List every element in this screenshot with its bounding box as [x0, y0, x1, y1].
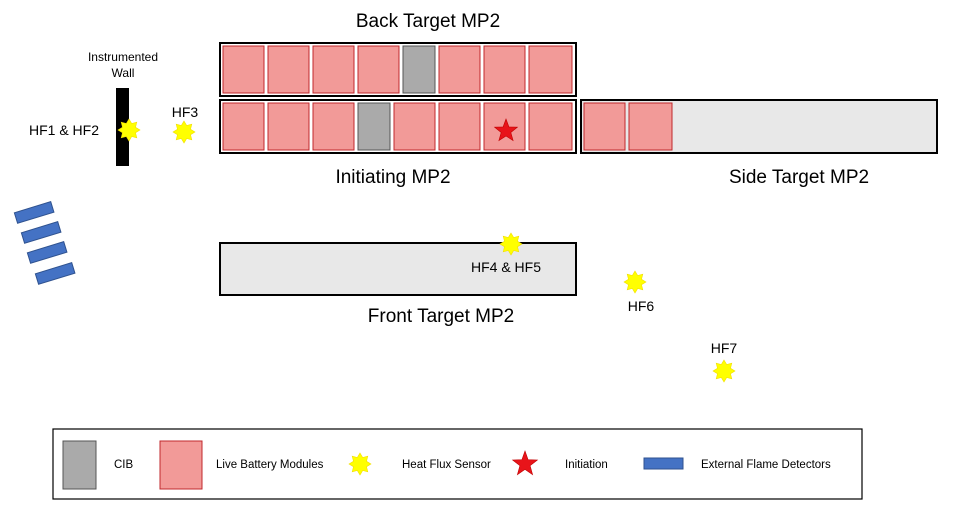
instrumented-wall-label-line2: Wall [112, 66, 135, 80]
initiation-star-icon [493, 118, 519, 142]
flame-detector-4 [34, 262, 76, 285]
hf1-hf2-label: HF1 & HF2 [29, 122, 99, 138]
back-module-4 [357, 45, 400, 94]
side-target-rack [580, 99, 938, 154]
flame-detector-2 [20, 221, 62, 244]
hf6-sensor-icon [623, 270, 647, 294]
back-target-label: Back Target MP2 [356, 11, 500, 32]
back-module-7 [528, 45, 573, 94]
back-target-rack [219, 42, 577, 97]
legend-cib-swatch [62, 440, 97, 490]
initiating-label: Initiating MP2 [335, 167, 450, 188]
legend-sensor-icon [348, 452, 372, 476]
flame-detector-3 [26, 241, 68, 264]
init-module-7 [528, 102, 573, 151]
legend: CIB Live Battery Modules Heat Flux Senso… [52, 428, 863, 500]
back-module-5 [438, 45, 481, 94]
legend-sensor-label: Heat Flux Sensor [402, 459, 491, 471]
back-cib [402, 45, 436, 94]
init-module-1 [222, 102, 265, 151]
hf4-hf5-label: HF4 & HF5 [471, 259, 541, 275]
legend-initiation-star-icon [511, 450, 539, 476]
side-module-2 [628, 102, 673, 151]
initiating-rack [219, 99, 577, 154]
front-target-rack [219, 242, 577, 296]
init-module-5 [438, 102, 481, 151]
flame-detector-1 [13, 201, 55, 224]
flame-detectors [13, 201, 76, 285]
init-cib [357, 102, 391, 151]
front-target-label: Front Target MP2 [368, 306, 514, 327]
legend-flame-detector-swatch [643, 457, 684, 470]
hf7-sensor-icon [712, 359, 736, 383]
hf6-label: HF6 [628, 298, 655, 314]
side-target-label: Side Target MP2 [729, 167, 869, 188]
hf7-label: HF7 [711, 340, 738, 356]
back-module-6 [483, 45, 526, 94]
back-module-3 [312, 45, 355, 94]
init-module-2 [267, 102, 310, 151]
hf1-hf2-sensor-icon [117, 118, 141, 142]
hf3-label: HF3 [172, 104, 199, 120]
instrumented-wall-label-line1: Instrumented [88, 50, 158, 64]
hf3-sensor-icon [172, 120, 196, 144]
legend-live-swatch [159, 440, 203, 490]
init-module-3 [312, 102, 355, 151]
legend-initiation-label: Initiation [565, 459, 608, 471]
legend-flame-detector-label: External Flame Detectors [701, 459, 831, 471]
back-module-1 [222, 45, 265, 94]
back-module-2 [267, 45, 310, 94]
legend-cib-label: CIB [114, 459, 134, 471]
side-module-1 [583, 102, 626, 151]
init-module-4 [393, 102, 436, 151]
hf4-hf5-sensor-icon [499, 232, 523, 256]
legend-live-label: Live Battery Modules [216, 459, 324, 471]
